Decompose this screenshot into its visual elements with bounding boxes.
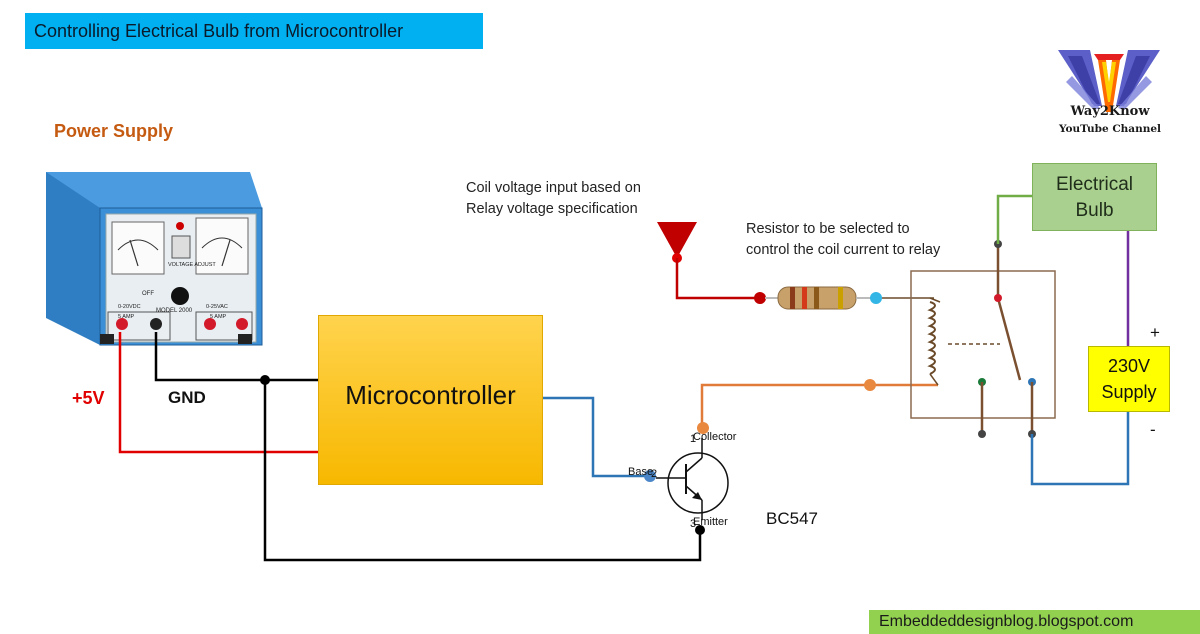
resistor-note-line2: control the coil current to relay [746,242,941,258]
ps-ac-amp: 5 AMP [210,314,227,320]
ps-dc-amp: 5 AMP [118,314,135,320]
bulb-wire [996,194,1032,244]
base-label: Base [628,466,654,478]
supply-plus-label: + [1150,323,1160,342]
ps-off-label: OFF [142,291,154,297]
pin3-label: 3 [690,518,696,530]
ps-ac-range: 0-25VAC [206,304,228,310]
logo-name: Way2Know [1070,104,1150,119]
coil-input-arrow [657,222,697,258]
relay-coil [927,297,941,386]
resistor-note-line1: Resistor to be selected to [746,221,910,237]
collector-label: Collector [693,431,737,443]
positive-label: +5V [72,388,105,408]
coil-voltage-note: Coil voltage input based on Relay voltag… [466,178,641,220]
supply-block: 230V Supply [1088,346,1170,412]
relay-switch-arm [996,297,1022,381]
emitter-label: Emitter [693,516,728,528]
resistor-symbol [765,286,876,310]
logo-subtitle: YouTube Channel [1058,123,1162,135]
bulb-line2: Bulb [1075,200,1114,221]
emitter-junction [695,525,705,535]
ps-dc-range: 0-20VDC [118,304,141,310]
coil-note-line1: Coil voltage input based on [466,180,641,196]
coil-minus-node [864,379,876,391]
pin1-label: 1 [690,433,696,445]
supply-line1: 230V [1107,356,1151,376]
positive-wire [118,332,318,454]
coil-input-wire [675,258,760,300]
ground-return-wire [263,380,702,562]
collector-node [697,422,709,434]
pin2-label: 2 [651,468,657,480]
power-supply-device [46,172,263,346]
ground-label: GND [168,388,206,407]
return-wire [1030,412,1130,486]
base-node [644,470,656,482]
microcontroller-label: Microcontroller [345,380,516,410]
supply-minus-label: - [1150,420,1156,439]
electrical-bulb-block: Electrical Bulb [1032,163,1157,231]
ps-model: MODEL 2000 [156,308,193,314]
resistor-out-node [870,292,882,304]
microcontroller-block [318,315,543,485]
w-logo-icon [1058,50,1160,112]
base-signal-wire [543,396,650,478]
title-banner: Controlling Electrical Bulb from Microco… [25,13,483,49]
power-supply-title: Power Supply [54,121,174,141]
bulb-line1: Electrical [1055,174,1134,195]
resistor-note: Resistor to be selected to control the c… [746,219,940,261]
ps-knob-label: VOLTAGE ADJUST [168,262,216,268]
page-title: Controlling Electrical Bulb from Microco… [34,21,404,41]
transistor-symbol [656,438,729,520]
ground-junction [260,375,270,385]
supply-line2: Supply [1101,382,1157,402]
coil-note-line2: Relay voltage specification [466,201,638,217]
transistor-part-label: BC547 [766,509,818,528]
collector-wire [700,383,938,428]
footer-url: Embeddeddesignblog.blogspot.com [869,610,1200,634]
